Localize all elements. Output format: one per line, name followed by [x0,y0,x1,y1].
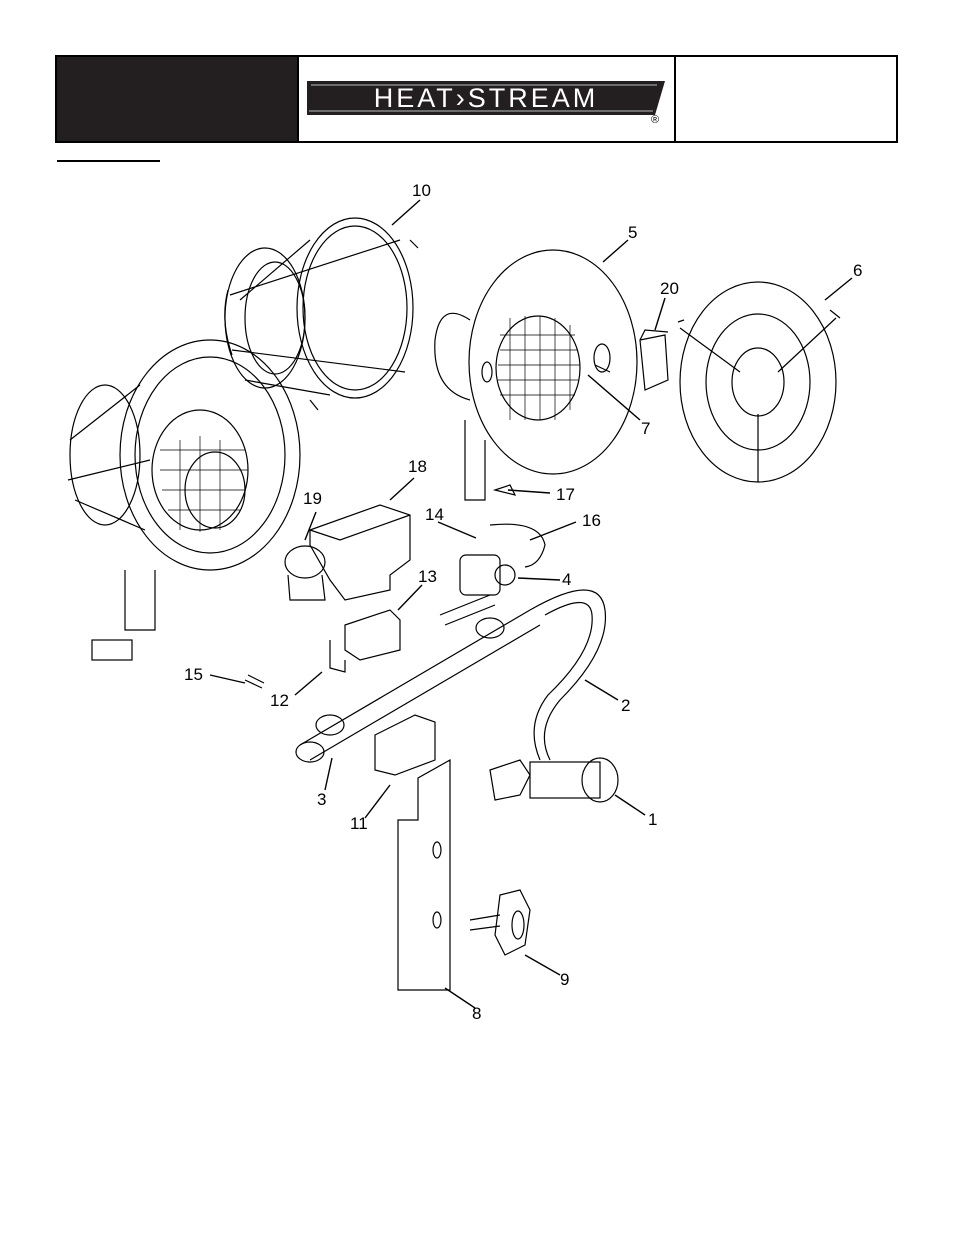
callout-17: 17 [556,486,575,503]
part-3-tube [296,610,540,762]
callout-19: 19 [303,490,322,507]
part-9-knob [470,890,530,955]
callout-15: 15 [184,666,203,683]
part-2-hose [530,590,605,760]
part-1-cylinder-valve [490,758,618,802]
part-19-valve [285,546,325,600]
part-18-cover [310,505,410,600]
callout-9: 9 [560,971,569,988]
callout-2: 2 [621,697,630,714]
callout-5: 5 [628,224,637,241]
part-10-wire-guard [225,218,418,410]
callout-7: 7 [641,420,650,437]
callout-4: 4 [562,571,571,588]
callout-arrows [210,200,852,1008]
part-4-regulator [440,555,515,625]
callout-1: 1 [648,811,657,828]
part-6-front-grill [678,282,840,482]
part-8-leg [398,760,450,990]
callout-6: 6 [853,262,862,279]
part-13-block [345,610,400,660]
part-20-bracket [640,330,668,390]
callout-14: 14 [425,506,444,523]
callout-10: 10 [412,182,431,199]
callout-18: 18 [408,458,427,475]
part-16-thermocouple [490,524,545,567]
callout-11: 11 [350,815,368,832]
part-15-connector [245,675,264,688]
callout-8: 8 [472,1005,481,1022]
part-11-plate [375,715,435,775]
callout-12: 12 [270,692,289,709]
part-12-clip [330,640,345,672]
part-5-reflector [435,250,637,500]
callout-20: 20 [660,280,679,297]
callout-13: 13 [418,568,437,585]
callout-16: 16 [582,512,601,529]
callout-3: 3 [317,791,326,808]
assembled-heater [68,340,300,660]
